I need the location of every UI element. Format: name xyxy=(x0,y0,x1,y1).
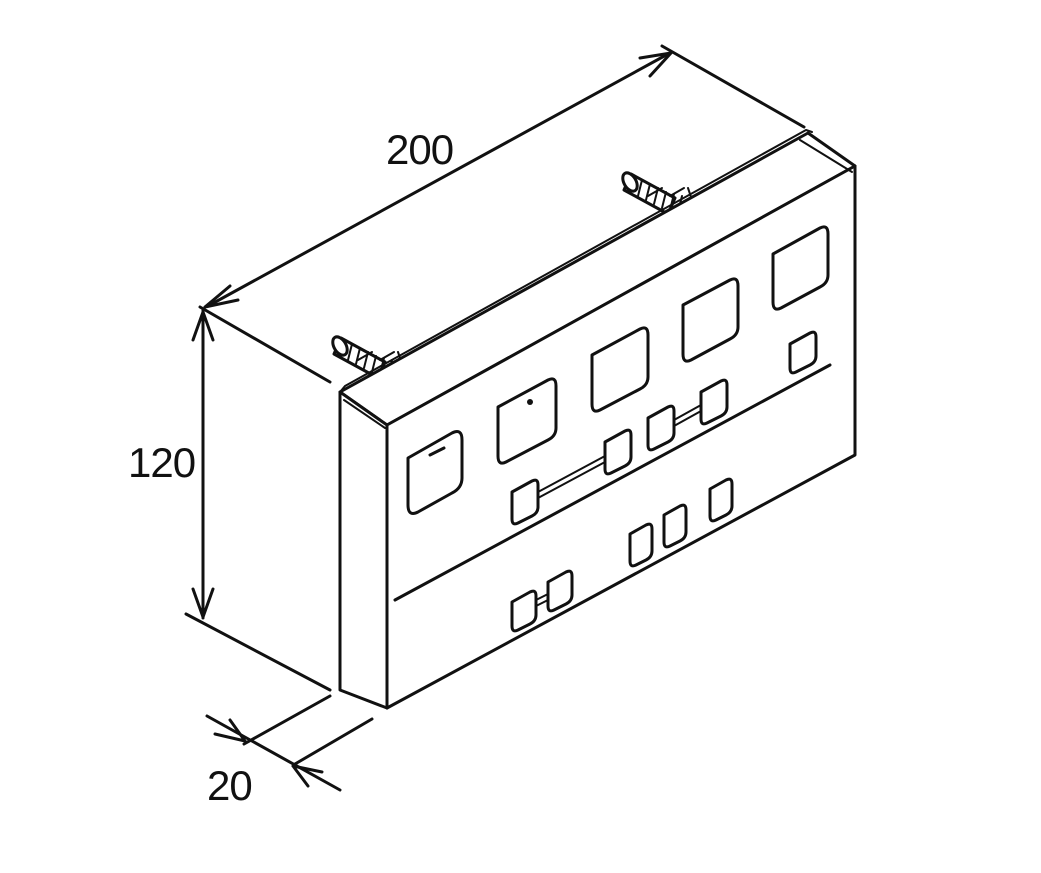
button-small-1 xyxy=(628,522,654,568)
connector-right-thread xyxy=(637,179,693,213)
indicator-square-right xyxy=(788,330,818,375)
height-arrow-bottom xyxy=(191,587,215,619)
lower-pair-right xyxy=(546,569,574,613)
switch-window-4 xyxy=(771,225,830,311)
extension-line-depth-left xyxy=(242,694,332,746)
depth-arrow-left xyxy=(213,718,247,743)
connector-left-cap xyxy=(331,335,349,357)
lower-pair-link xyxy=(535,593,549,607)
switch-window-3 xyxy=(681,277,740,363)
extension-line-left-top xyxy=(198,305,332,384)
length-arrow-right xyxy=(638,51,673,78)
front-panel xyxy=(393,225,832,633)
length-label: 200 xyxy=(386,126,453,173)
depth-label: 20 xyxy=(207,762,252,809)
length-arrow-left xyxy=(203,284,240,309)
height-label: 120 xyxy=(128,439,195,486)
extension-line-left-bottom xyxy=(184,612,332,692)
housing-end-face xyxy=(338,390,389,710)
housing xyxy=(338,129,857,710)
connector-right-nut xyxy=(647,187,685,197)
length-dimension-line xyxy=(206,52,670,308)
housing-top-edge xyxy=(339,129,813,393)
lower-pair-left xyxy=(510,589,538,633)
height-arrow-top xyxy=(191,310,215,342)
dimension-depth: 20 xyxy=(205,694,374,809)
depth-arrow-right xyxy=(291,764,324,788)
switch-window-2 xyxy=(590,326,650,413)
slider-1-track xyxy=(537,455,606,499)
extension-line-depth-right xyxy=(293,717,374,766)
depth-dimension-line xyxy=(205,714,342,792)
slider-1-left-knob xyxy=(510,478,540,526)
led-window xyxy=(406,430,464,515)
switch-window-1 xyxy=(496,377,558,465)
led-indicator xyxy=(428,446,446,457)
slider-2-right-knob xyxy=(699,378,729,426)
housing-bevel-lines xyxy=(343,139,853,429)
connector-right-cap xyxy=(621,171,639,193)
switch-window-1-dot xyxy=(527,399,533,405)
dimension-height: 120 xyxy=(128,308,332,692)
connector-left-nut xyxy=(357,351,395,361)
slider-2-left-knob xyxy=(646,404,676,452)
dimension-length: 200 xyxy=(198,44,806,384)
button-small-2 xyxy=(662,503,688,549)
slider-1-right-knob xyxy=(603,428,633,476)
panel-divider-lower xyxy=(393,363,832,602)
extension-line-right-top xyxy=(660,44,806,129)
slider-2-track xyxy=(673,404,702,427)
button-small-3 xyxy=(708,477,734,523)
